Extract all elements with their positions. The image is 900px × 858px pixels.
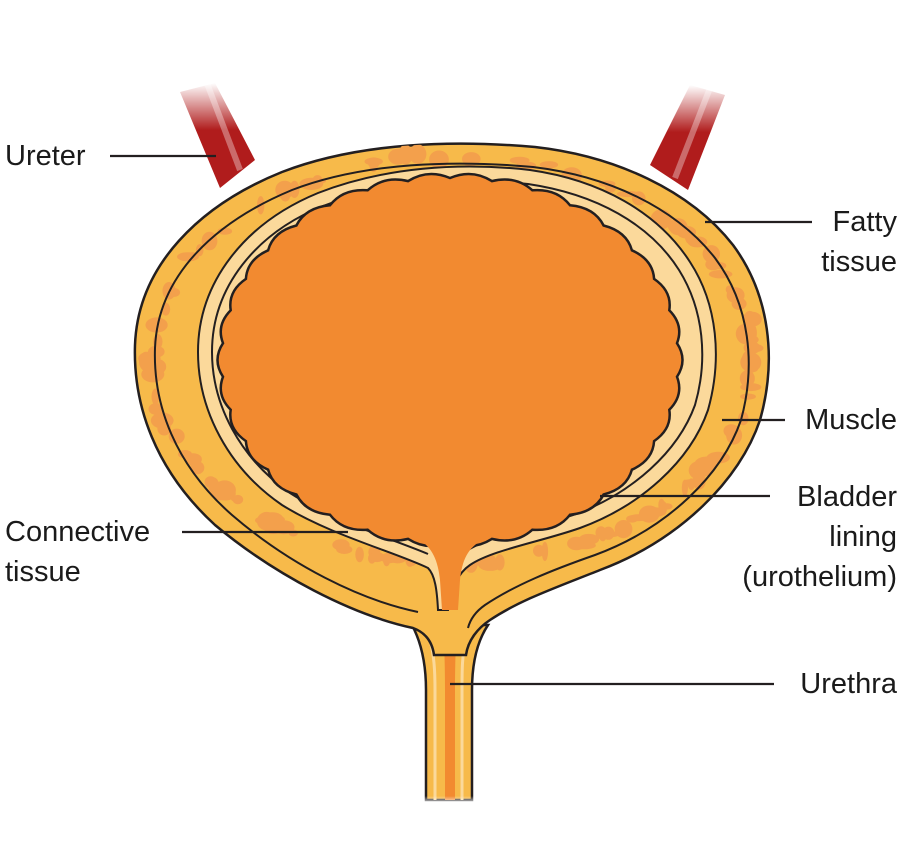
fat-globule — [430, 151, 448, 163]
fat-globule — [145, 317, 168, 333]
bladder-lining-label: Bladder lining (urothelium) — [742, 481, 897, 593]
fat-globule — [272, 520, 295, 535]
fat-globule — [141, 366, 165, 383]
fat-globule — [705, 258, 721, 271]
fat-globule — [462, 152, 481, 166]
fat-globule — [628, 514, 650, 522]
fat-globule — [148, 403, 164, 415]
fat-globule — [744, 310, 755, 322]
muscle-label: Muscle — [805, 404, 897, 436]
fat-globule — [740, 393, 756, 400]
fat-globule — [255, 515, 277, 525]
fat-globule — [745, 343, 764, 353]
fat-globule — [177, 252, 199, 262]
fat-globule — [533, 544, 545, 557]
leader-lines — [110, 154, 812, 686]
urethra-label: Urethra — [800, 668, 897, 700]
fat-globule — [232, 494, 244, 505]
fat-globule — [738, 334, 759, 345]
fat-globule — [168, 428, 185, 444]
fat-globule — [213, 480, 236, 500]
fat-globule — [541, 541, 549, 562]
fat-globule — [151, 388, 160, 405]
right-ureter — [650, 85, 725, 190]
fatty-tissue-label: Fatty tissue — [821, 206, 897, 278]
fat-globule — [495, 554, 505, 571]
fat-globule — [708, 270, 733, 279]
fat-globule — [332, 539, 350, 551]
left-ureter — [180, 83, 255, 188]
fat-globule — [204, 476, 217, 488]
fat-globule — [138, 351, 161, 366]
bladder-lumen — [216, 172, 684, 548]
fat-globule — [369, 552, 385, 563]
fat-globule — [692, 472, 706, 490]
fat-globule — [398, 144, 413, 165]
fat-globule — [601, 531, 620, 538]
fat-globule — [706, 451, 730, 464]
fat-globule — [409, 144, 427, 164]
fat-globule — [658, 498, 665, 512]
fat-globule — [150, 412, 174, 429]
fat-globule — [740, 352, 762, 373]
fat-globule — [676, 225, 697, 239]
connective-tissue-label: Connective tissue — [5, 516, 151, 588]
fat-globule — [364, 157, 383, 166]
fat-globule — [567, 536, 586, 551]
fat-globule — [178, 450, 192, 459]
fat-globule — [539, 161, 559, 169]
ureter-label: Ureter — [5, 140, 86, 172]
fat-globule — [355, 546, 364, 563]
